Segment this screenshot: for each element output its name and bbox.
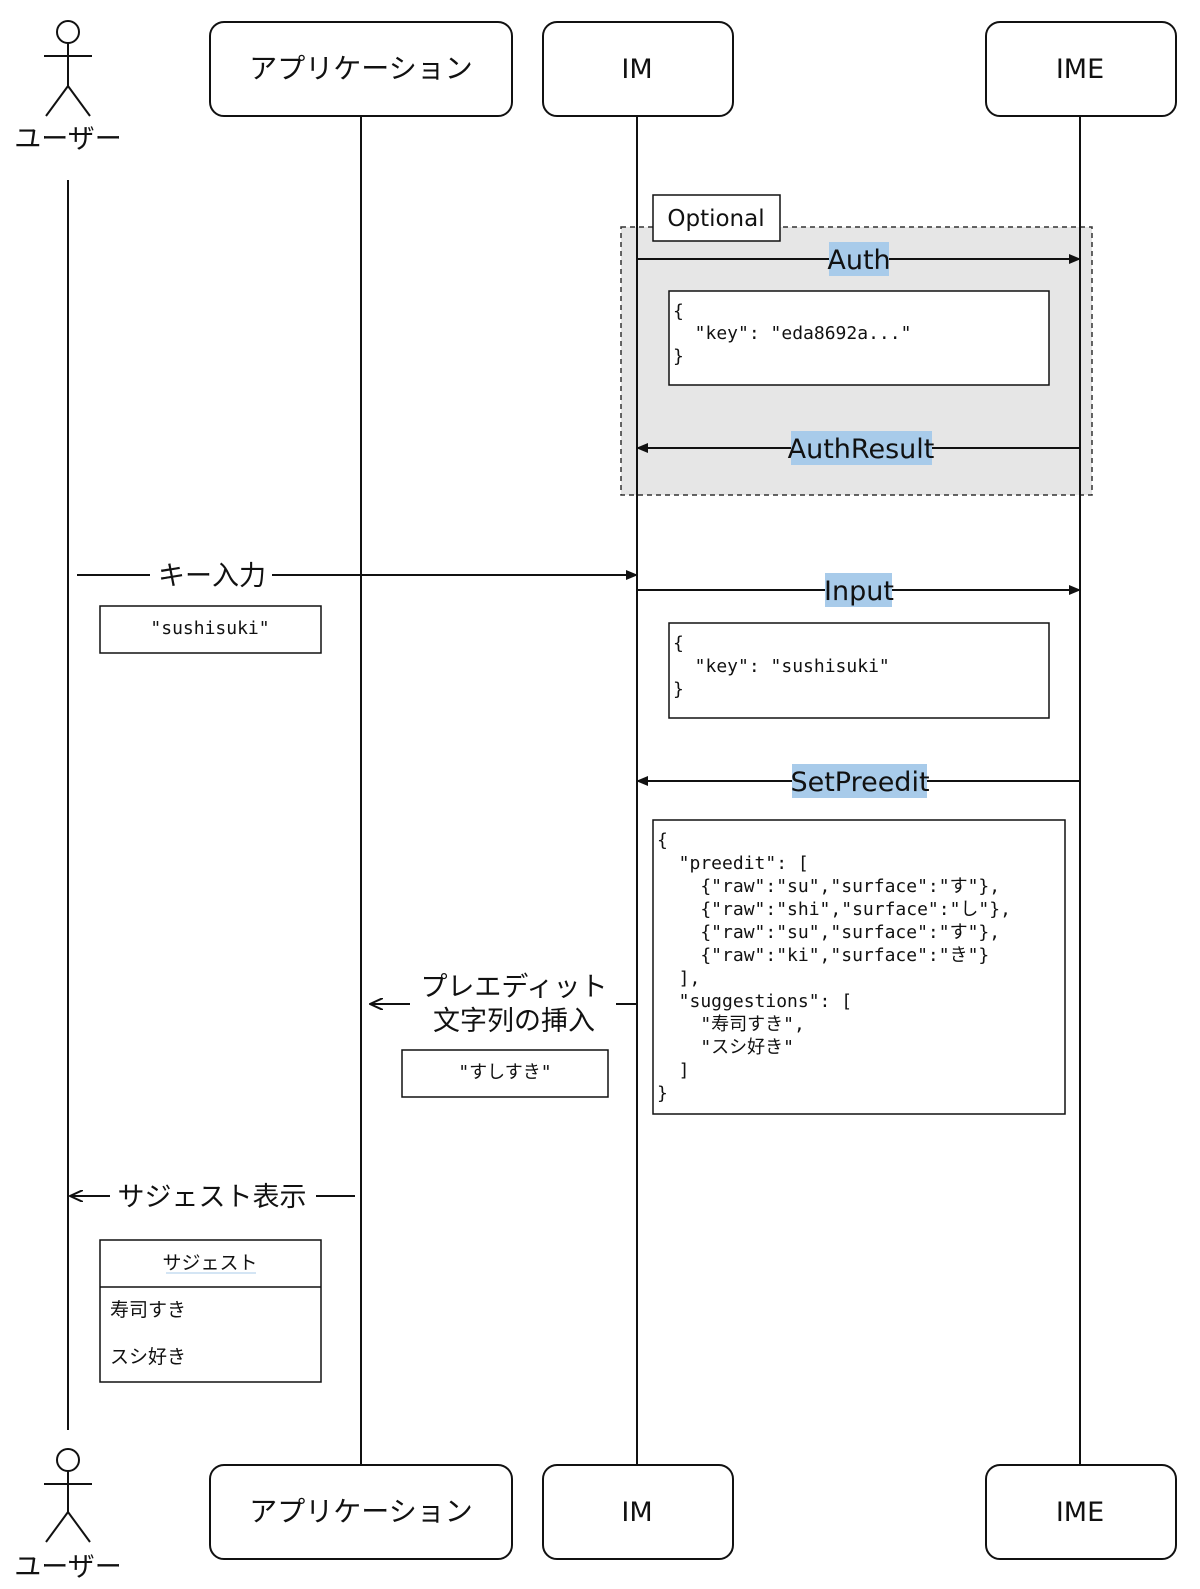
preedit-insert-label-line1: プレエディット [420, 972, 607, 1003]
ime-box-top: IME [985, 21, 1177, 117]
auth-payload-line: { [673, 301, 684, 322]
user-actor-label-top: ユーザー [14, 124, 121, 155]
input-payload-line: { [673, 633, 684, 654]
im-label-bottom: IM [621, 1497, 652, 1528]
key-input-label: キー入力 [158, 561, 266, 592]
ime-label-top: IME [1056, 54, 1104, 85]
suggest-display-message: サジェスト表示 [70, 1177, 355, 1215]
input-payload-line: "key": "sushisuki" [673, 656, 890, 677]
optional-fragment-label: Optional [667, 206, 764, 232]
auth-result-label: AuthResult [788, 434, 935, 465]
suggest-table-header: サジェスト [162, 1252, 257, 1274]
user-actor-bottom [44, 1448, 92, 1543]
im-label-top: IM [621, 54, 652, 85]
key-note: "sushisuki" [99, 605, 322, 654]
application-label-top: アプリケーション [249, 52, 472, 85]
preedit-payload-line: "preedit": [ [657, 853, 809, 874]
preedit-payload-line: ], [657, 968, 700, 989]
auth-label: Auth [827, 245, 890, 276]
user-actor-top [44, 20, 92, 117]
user-actor-label-bottom: ユーザー [14, 1552, 121, 1583]
im-box-top: IM [542, 21, 734, 117]
suggest-table-item: スシ好き [110, 1346, 186, 1368]
preedit-text-note: "すしすき" [401, 1049, 609, 1098]
preedit-payload-line: {"raw":"ki","surface":"き"} [657, 945, 989, 966]
suggest-table-item: 寿司すき [110, 1299, 186, 1321]
ime-box-bottom: IME [985, 1464, 1177, 1560]
application-label-bottom: アプリケーション [249, 1495, 472, 1528]
application-box-top: アプリケーション [209, 21, 513, 117]
preedit-payload-line: "寿司すき", [657, 1014, 805, 1035]
input-payload-line: } [673, 679, 684, 700]
input-message: Input [637, 573, 1081, 607]
preedit-payload-line: {"raw":"shi","surface":"し"}, [657, 899, 1011, 920]
preedit-insert-label-line2: 文字列の挿入 [433, 1006, 595, 1037]
preedit-payload-line: ] [657, 1060, 690, 1081]
preedit-payload-line: } [657, 1083, 668, 1104]
preedit-payload-line: { [657, 830, 668, 851]
preedit-insert-message: プレエディット 文字列の挿入 [370, 968, 637, 1040]
set-preedit-label: SetPreedit [790, 767, 929, 798]
auth-payload-line: "key": "eda8692a..." [673, 323, 911, 344]
preedit-payload-line: {"raw":"su","surface":"す"}, [657, 876, 1000, 897]
auth-payload-line: } [673, 346, 684, 367]
im-box-bottom: IM [542, 1464, 734, 1560]
preedit-text-note-text: "すしすき" [458, 1062, 551, 1083]
suggest-table: サジェスト 寿司すき スシ好き [99, 1239, 322, 1383]
auth-message: Auth [637, 242, 1081, 276]
preedit-payload-line: "スシ好き" [657, 1037, 794, 1058]
suggest-display-label: サジェスト表示 [118, 1182, 307, 1213]
lifelines [67, 116, 1081, 1465]
auth-payload-note: { "key": "eda8692a..." } [668, 290, 1050, 386]
ime-label-bottom: IME [1056, 1497, 1104, 1528]
preedit-payload-line: "suggestions": [ [657, 991, 852, 1012]
preedit-payload-note: { "preedit": [ {"raw":"su","surface":"す"… [652, 819, 1066, 1115]
input-label: Input [824, 576, 894, 607]
application-box-bottom: アプリケーション [209, 1464, 513, 1560]
input-payload-note: { "key": "sushisuki" } [668, 622, 1050, 719]
preedit-payload-line: {"raw":"su","surface":"す"}, [657, 922, 1000, 943]
auth-result-message: AuthResult [636, 431, 1080, 465]
key-input-message: キー入力 [77, 556, 638, 594]
set-preedit-message: SetPreedit [636, 764, 1080, 798]
key-note-text: "sushisuki" [150, 618, 269, 639]
